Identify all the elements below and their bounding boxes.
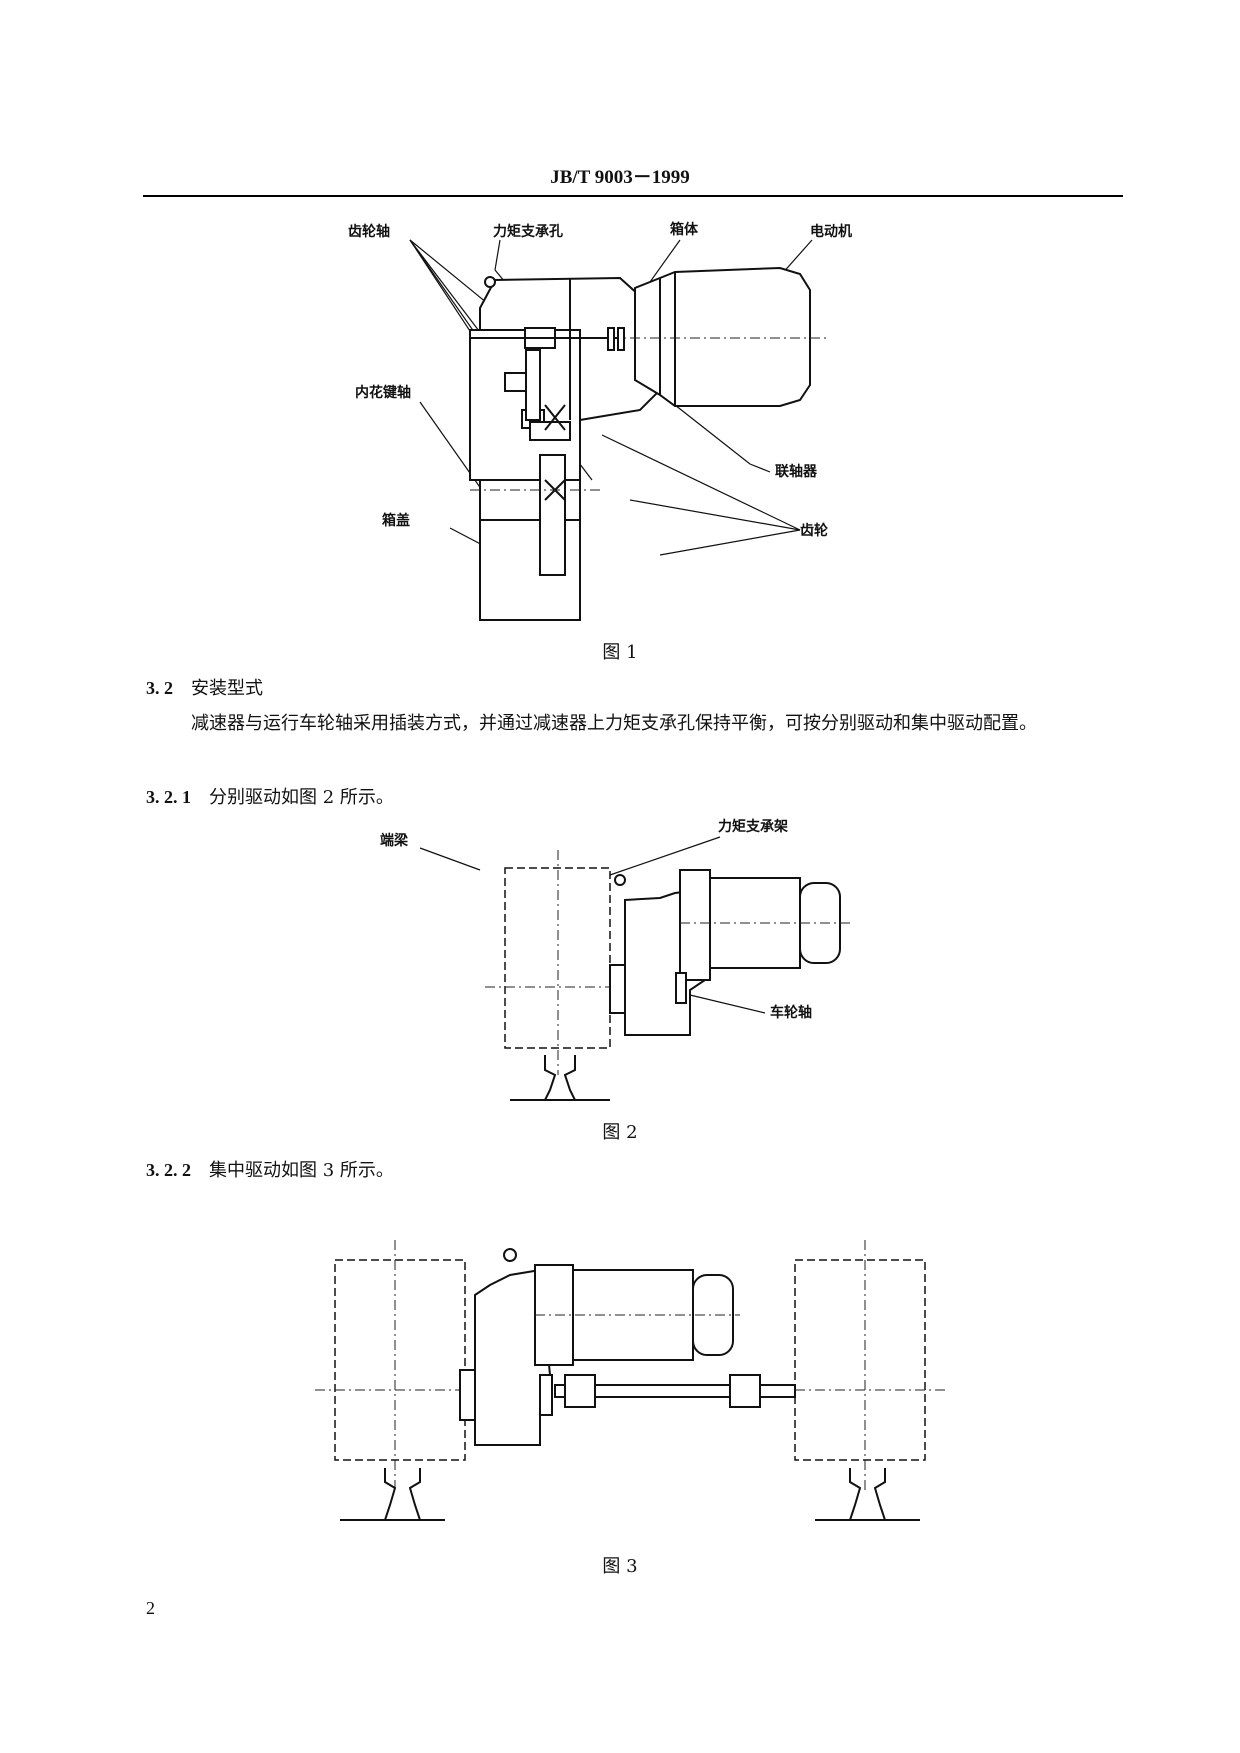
label-coupling: 联轴器 — [775, 463, 818, 480]
figure-2-caption: 图 2 — [602, 1122, 638, 1143]
figure-3-left-beam — [334, 1240, 466, 1521]
label-wheel-axle: 车轮轴 — [770, 1004, 812, 1021]
section-3-2-1-text: 分别驱动如图 2 所示。 — [209, 787, 394, 808]
label-end-beam: 端梁 — [380, 832, 409, 849]
figure-3-caption: 图 3 — [602, 1556, 638, 1577]
document-header: JB/T 9003－1999 — [550, 167, 690, 188]
section-3-2-2-heading: 3. 2. 2 集中驱动如图 3 所示。 — [146, 1153, 1120, 1188]
figure-2-reducer — [609, 869, 850, 1036]
figure-1-housing — [469, 276, 830, 621]
section-3-2-1-heading: 3. 2. 1 分别驱动如图 2 所示。 — [146, 780, 1120, 815]
page-number: 2 — [146, 1598, 155, 1618]
section-3-2-2-text: 集中驱动如图 3 所示。 — [209, 1160, 394, 1181]
figure-3-reducer — [459, 1248, 740, 1446]
figure-1-caption: 图 1 — [602, 642, 638, 663]
figure-3-right-beam — [794, 1240, 926, 1521]
figure-2-leaders — [419, 836, 766, 1014]
figure-1-motor — [607, 266, 830, 407]
label-gear: 齿轮 — [800, 522, 828, 539]
header-rule — [143, 195, 1123, 197]
label-gear-shaft: 齿轮轴 — [348, 223, 390, 240]
section-3-2-2-number: 3. 2. 2 — [146, 1160, 191, 1180]
figure-2-end-beam — [485, 850, 690, 1101]
figure-2-diagram: 端梁 力矩支承架 车轮轴 — [380, 818, 850, 1101]
figure-3-shaft — [554, 1374, 796, 1408]
section-3-2-1-number: 3. 2. 1 — [146, 787, 191, 807]
label-motor: 电动机 — [810, 223, 852, 240]
section-3-2-title: 安装型式 — [191, 678, 263, 699]
figure-3-diagram — [315, 1240, 945, 1521]
section-3-2-heading: 3. 2 安装型式 — [146, 671, 1120, 706]
paragraph-installation: 减速器与运行车轮轴采用插装方式，并通过减速器上力矩支承孔保持平衡，可按分别驱动和… — [191, 713, 1037, 734]
label-spline-shaft: 内花键轴 — [355, 384, 411, 401]
label-housing: 箱体 — [670, 221, 699, 238]
section-3-2-number: 3. 2 — [146, 678, 173, 698]
label-torque-hole: 力矩支承孔 — [493, 223, 563, 240]
figure-1-diagram: 齿轮轴 力矩支承孔 箱体 电动机 内花键轴 联轴器 箱盖 齿轮 — [348, 221, 852, 621]
label-torque-bracket: 力矩支承架 — [718, 818, 788, 835]
label-cover: 箱盖 — [382, 512, 410, 529]
